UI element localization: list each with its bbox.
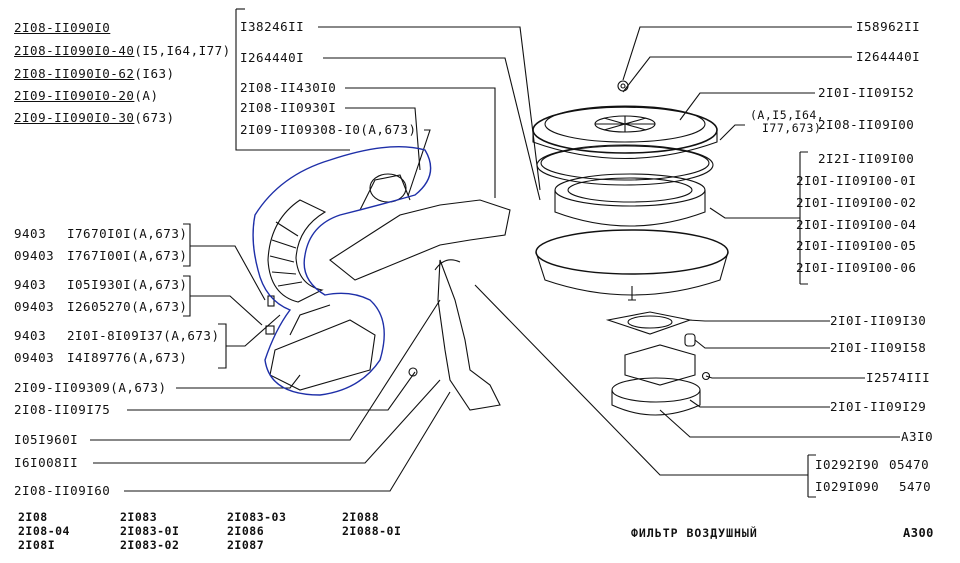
label-r5: 2I08-II09I00: [818, 117, 915, 132]
label-r12b: 5470: [899, 479, 932, 494]
corrugated-hose: [267, 199, 327, 303]
fastener-4-b: I2605270(A,673): [67, 299, 188, 314]
label-r1: I58962II: [856, 19, 921, 34]
fastener-6-b: I4I89776(A,673): [67, 350, 188, 365]
label-l1: 2I08-II430I0: [240, 80, 337, 95]
fastener-3-b: I05I930I(A,673): [67, 277, 188, 292]
variant-code-5: 2I09-II090I0-30(673): [14, 110, 175, 125]
fastener-1-b: I7670I0I(A,673): [67, 226, 188, 241]
label-g2: 2I0I-II09I00-0I: [796, 173, 917, 188]
fastener-5-b: 2I0I-8I09I37(A,673): [67, 328, 220, 343]
left-bottom-4: I6I008II: [14, 455, 79, 470]
fastener-5-a: 9403: [14, 328, 47, 343]
left-bottom-5: 2I08-II09I60: [14, 483, 111, 498]
label-r12a: I029I090: [815, 479, 880, 494]
fastener-2-a: 09403: [14, 248, 55, 263]
variant-code-1: 2I08-II090I0: [14, 20, 111, 35]
label-g4: 2I0I-II09I00-04: [796, 217, 917, 232]
model-col2-3: 2I083-02: [120, 538, 180, 552]
label-r4b: I77,673): [762, 121, 822, 135]
model-col4-1: 2I088: [342, 510, 380, 524]
label-r11b: 05470: [889, 457, 930, 472]
label-g3: 2I0I-II09I00-02: [796, 195, 917, 210]
left-bottom-3: I05I960I: [14, 432, 79, 447]
label-r6: 2I0I-II09I30: [830, 313, 927, 328]
label-r4: (A,I5,I64,: [750, 108, 825, 122]
fastener-6-a: 09403: [14, 350, 55, 365]
model-col3-3: 2I087: [227, 538, 265, 552]
variant-code-3: 2I08-II090I0-62(I63): [14, 66, 175, 81]
filter-housing: [535, 229, 729, 275]
label-g6: 2I0I-II09I00-06: [796, 260, 917, 275]
label-r2: I264440I: [856, 49, 921, 64]
bracket-left-group: [235, 9, 350, 151]
label-g5: 2I0I-II09I00-05: [796, 238, 917, 253]
base-gasket: [605, 311, 693, 335]
nut-part: [617, 80, 629, 92]
model-col1-3: 2I08I: [18, 538, 56, 552]
model-col1-2: 2I08-04: [18, 524, 70, 538]
label-l3: 2I09-II09308-I0(A,673): [240, 122, 417, 137]
model-col3-2: 2I086: [227, 524, 265, 538]
left-bottom-1: 2I09-II09309(A,673): [14, 380, 167, 395]
fastener-3-a: 9403: [14, 277, 47, 292]
label-t2: I264440I: [240, 50, 305, 65]
model-col2-2: 2I083-0I: [120, 524, 180, 538]
sheet-number: A300: [903, 526, 934, 540]
model-col3-1: 2I083-03: [227, 510, 287, 524]
model-col2-1: 2I083: [120, 510, 158, 524]
fastener-4-a: 09403: [14, 299, 55, 314]
label-r3: 2I0I-II09I52: [818, 85, 915, 100]
label-r7: 2I0I-II09I58: [830, 340, 927, 355]
label-r10: A3I0: [901, 429, 934, 444]
highlight-outline: [252, 146, 432, 396]
label-r11a: I0292I90: [815, 457, 880, 472]
label-l2: 2I08-II0930I: [240, 100, 337, 115]
label-t1: I38246II: [240, 19, 305, 34]
fastener-2-b: I767I00I(A,673): [67, 248, 188, 263]
variant-code-2: 2I08-II090I0-40(I5,I64,I77): [14, 43, 231, 58]
inlet-shroud: [269, 319, 376, 391]
diagram-title: ФИЛЬТР ВОЗДУШНЫЙ: [631, 526, 758, 540]
variant-code-4: 2I09-II090I0-20(A): [14, 88, 159, 103]
left-bottom-2: 2I08-II09I75: [14, 402, 111, 417]
adapter-plate: [624, 344, 696, 386]
fastener-1-a: 9403: [14, 226, 47, 241]
preheater-pipe: [437, 259, 501, 411]
model-col4-2: 2I088-0I: [342, 524, 402, 538]
label-r8: I2574III: [866, 370, 931, 385]
intake-duct: [329, 199, 511, 281]
label-g1: 2I2I-II09I00: [818, 151, 915, 166]
label-r9: 2I0I-II09I29: [830, 399, 927, 414]
model-col1-1: 2I08: [18, 510, 48, 524]
